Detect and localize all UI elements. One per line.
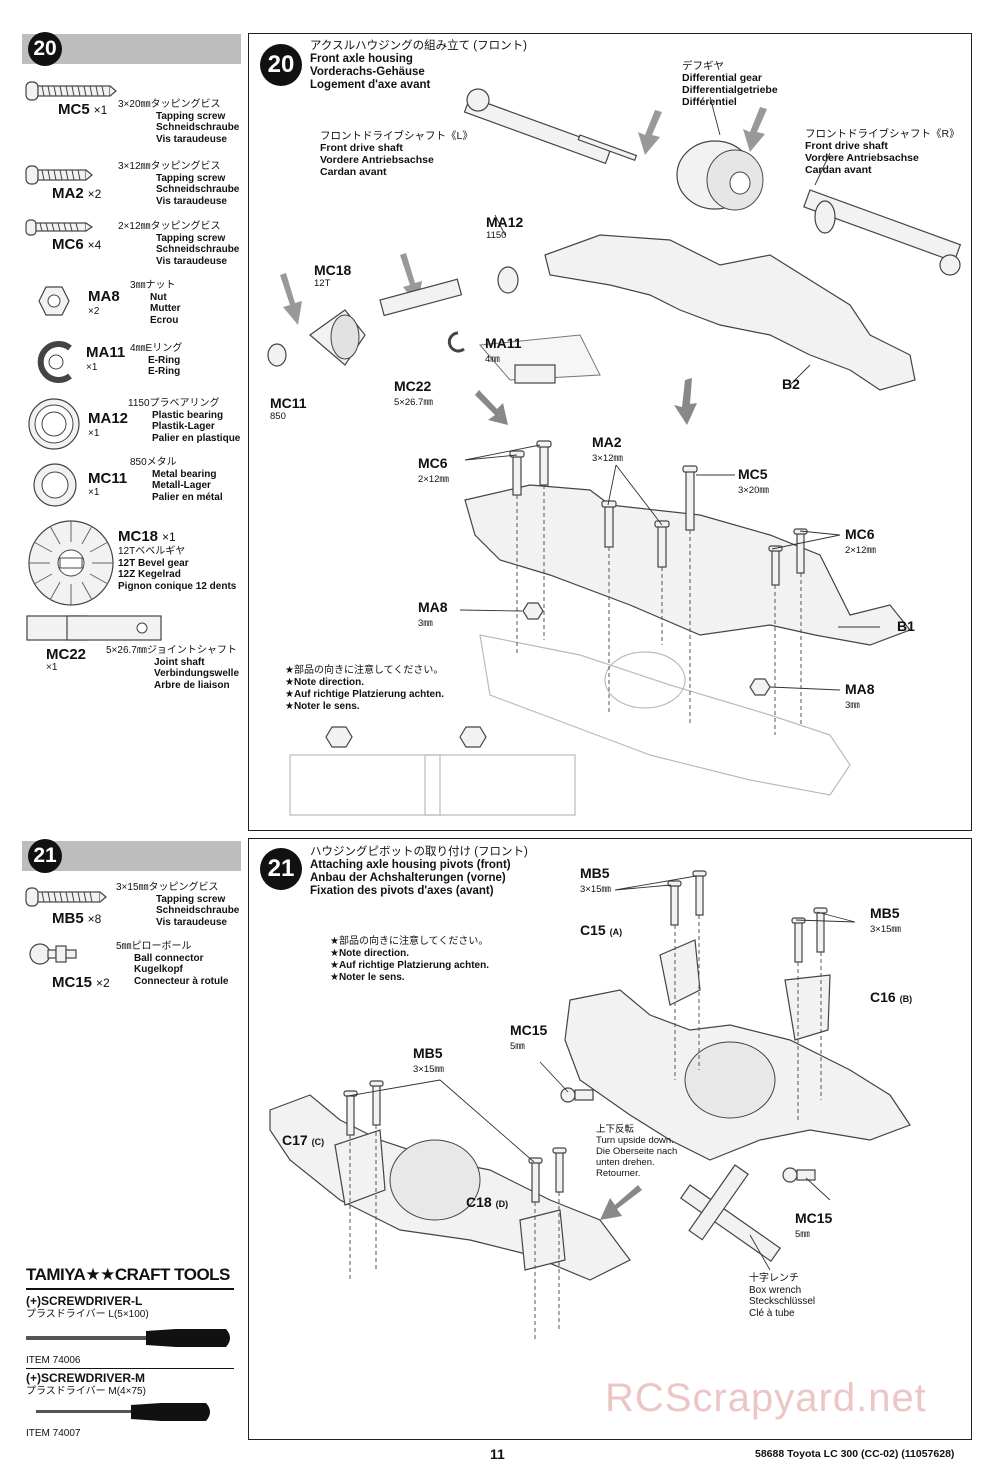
ball-connector-icon (29, 943, 77, 965)
tool-jp-screwdriver-l: プラスドライバー L(5×100) (26, 1309, 149, 1320)
tool-name-screwdriver-l: (+)SCREWDRIVER-L (26, 1294, 143, 1308)
page-number: 11 (490, 1446, 505, 1462)
step21-exploded-diagram (269, 870, 911, 1340)
box-wrench (679, 1164, 781, 1263)
step20-number-badge: 20 (28, 32, 62, 66)
tool-jp-screwdriver-m: プラスドライバー M(4×75) (26, 1386, 146, 1397)
axle-housing-b2 (544, 234, 916, 391)
tapping-screw-15mm-icon (25, 887, 107, 907)
label-c17: C17 (C) (282, 1132, 325, 1148)
part-code-ma12: MA12 (88, 410, 129, 427)
screwdriver-m-icon (36, 1403, 210, 1421)
part-qty-ma12: ×1 (88, 428, 100, 439)
part-qty-ma8: ×2 (88, 306, 100, 317)
part-code-mc15: MC15×2 (52, 974, 110, 991)
tapping-screw-12mm-icon (25, 165, 93, 185)
label-c18: C18 (D) (466, 1194, 509, 1210)
part-code-mc18: MC18×1 (118, 528, 176, 545)
drive-shaft-left (463, 88, 638, 165)
joint-shaft-icon (26, 615, 162, 641)
plastic-bearing-icon (28, 398, 80, 450)
part-code-mc22: MC22 (46, 646, 87, 663)
step20-panel (248, 33, 972, 831)
step21-title: ハウジングピボットの取り付け (フロント)Attaching axle hous… (310, 846, 528, 897)
label-b1: B1 (897, 618, 915, 634)
differential-gear (676, 140, 764, 211)
tool-item-screwdriver-l: ITEM 74006 (26, 1355, 81, 1366)
part-code-ma8: MA8 (88, 288, 120, 305)
pinion-gear-mc18 (309, 309, 366, 366)
tool-name-screwdriver-m: (+)SCREWDRIVER-M (26, 1371, 145, 1385)
e-ring-icon (37, 341, 72, 383)
label-c15: C15 (A) (580, 922, 623, 938)
label-c16: C16 (B) (870, 989, 913, 1005)
screwdriver-l-icon (26, 1329, 230, 1347)
part-code-mc6: MC6×4 (52, 236, 102, 253)
hex-nut-icon (38, 286, 70, 316)
part-code-ma2: MA2×2 (52, 185, 102, 202)
tools-brand: TAMIYA★★CRAFT TOOLS (26, 1265, 230, 1284)
drive-shaft-right (803, 189, 962, 276)
part-code-mb5: MB5×8 (52, 910, 102, 927)
part-code-mc11: MC11 (88, 470, 128, 487)
step20-big-number: 20 (260, 44, 302, 86)
step20-note-direction: ★部品の向きに注意してください。★Note direction.★Auf ric… (285, 665, 444, 712)
step21-note-direction: ★部品の向きに注意してください。★Note direction.★Auf ric… (330, 936, 489, 983)
model-info: 58688 Toyota LC 300 (CC-02) (11057628) (755, 1448, 955, 1460)
step21-number-badge: 21 (28, 839, 62, 873)
part-code-ma11: MA11 (86, 344, 126, 361)
tapping-screw-20mm-icon (25, 81, 117, 101)
step21-big-number: 21 (260, 848, 302, 890)
watermark: RCScrapyard.net (605, 1376, 927, 1420)
tools-rule (26, 1288, 234, 1290)
part-qty-mc22: ×1 (46, 662, 58, 673)
tapping-screw-2x12mm-icon (25, 219, 94, 236)
tool-item-screwdriver-m: ITEM 74007 (26, 1428, 81, 1439)
part-code-mc5: MC5×1 (58, 101, 108, 118)
tools-rule-2 (26, 1368, 234, 1369)
metal-bearing-icon (33, 463, 77, 507)
part-qty-ma11: ×1 (86, 362, 98, 373)
part-qty-mc11: ×1 (88, 487, 100, 498)
step20-exploded-diagram (267, 88, 962, 816)
bevel-gear-icon (28, 520, 114, 606)
label-b2: B2 (782, 376, 800, 392)
